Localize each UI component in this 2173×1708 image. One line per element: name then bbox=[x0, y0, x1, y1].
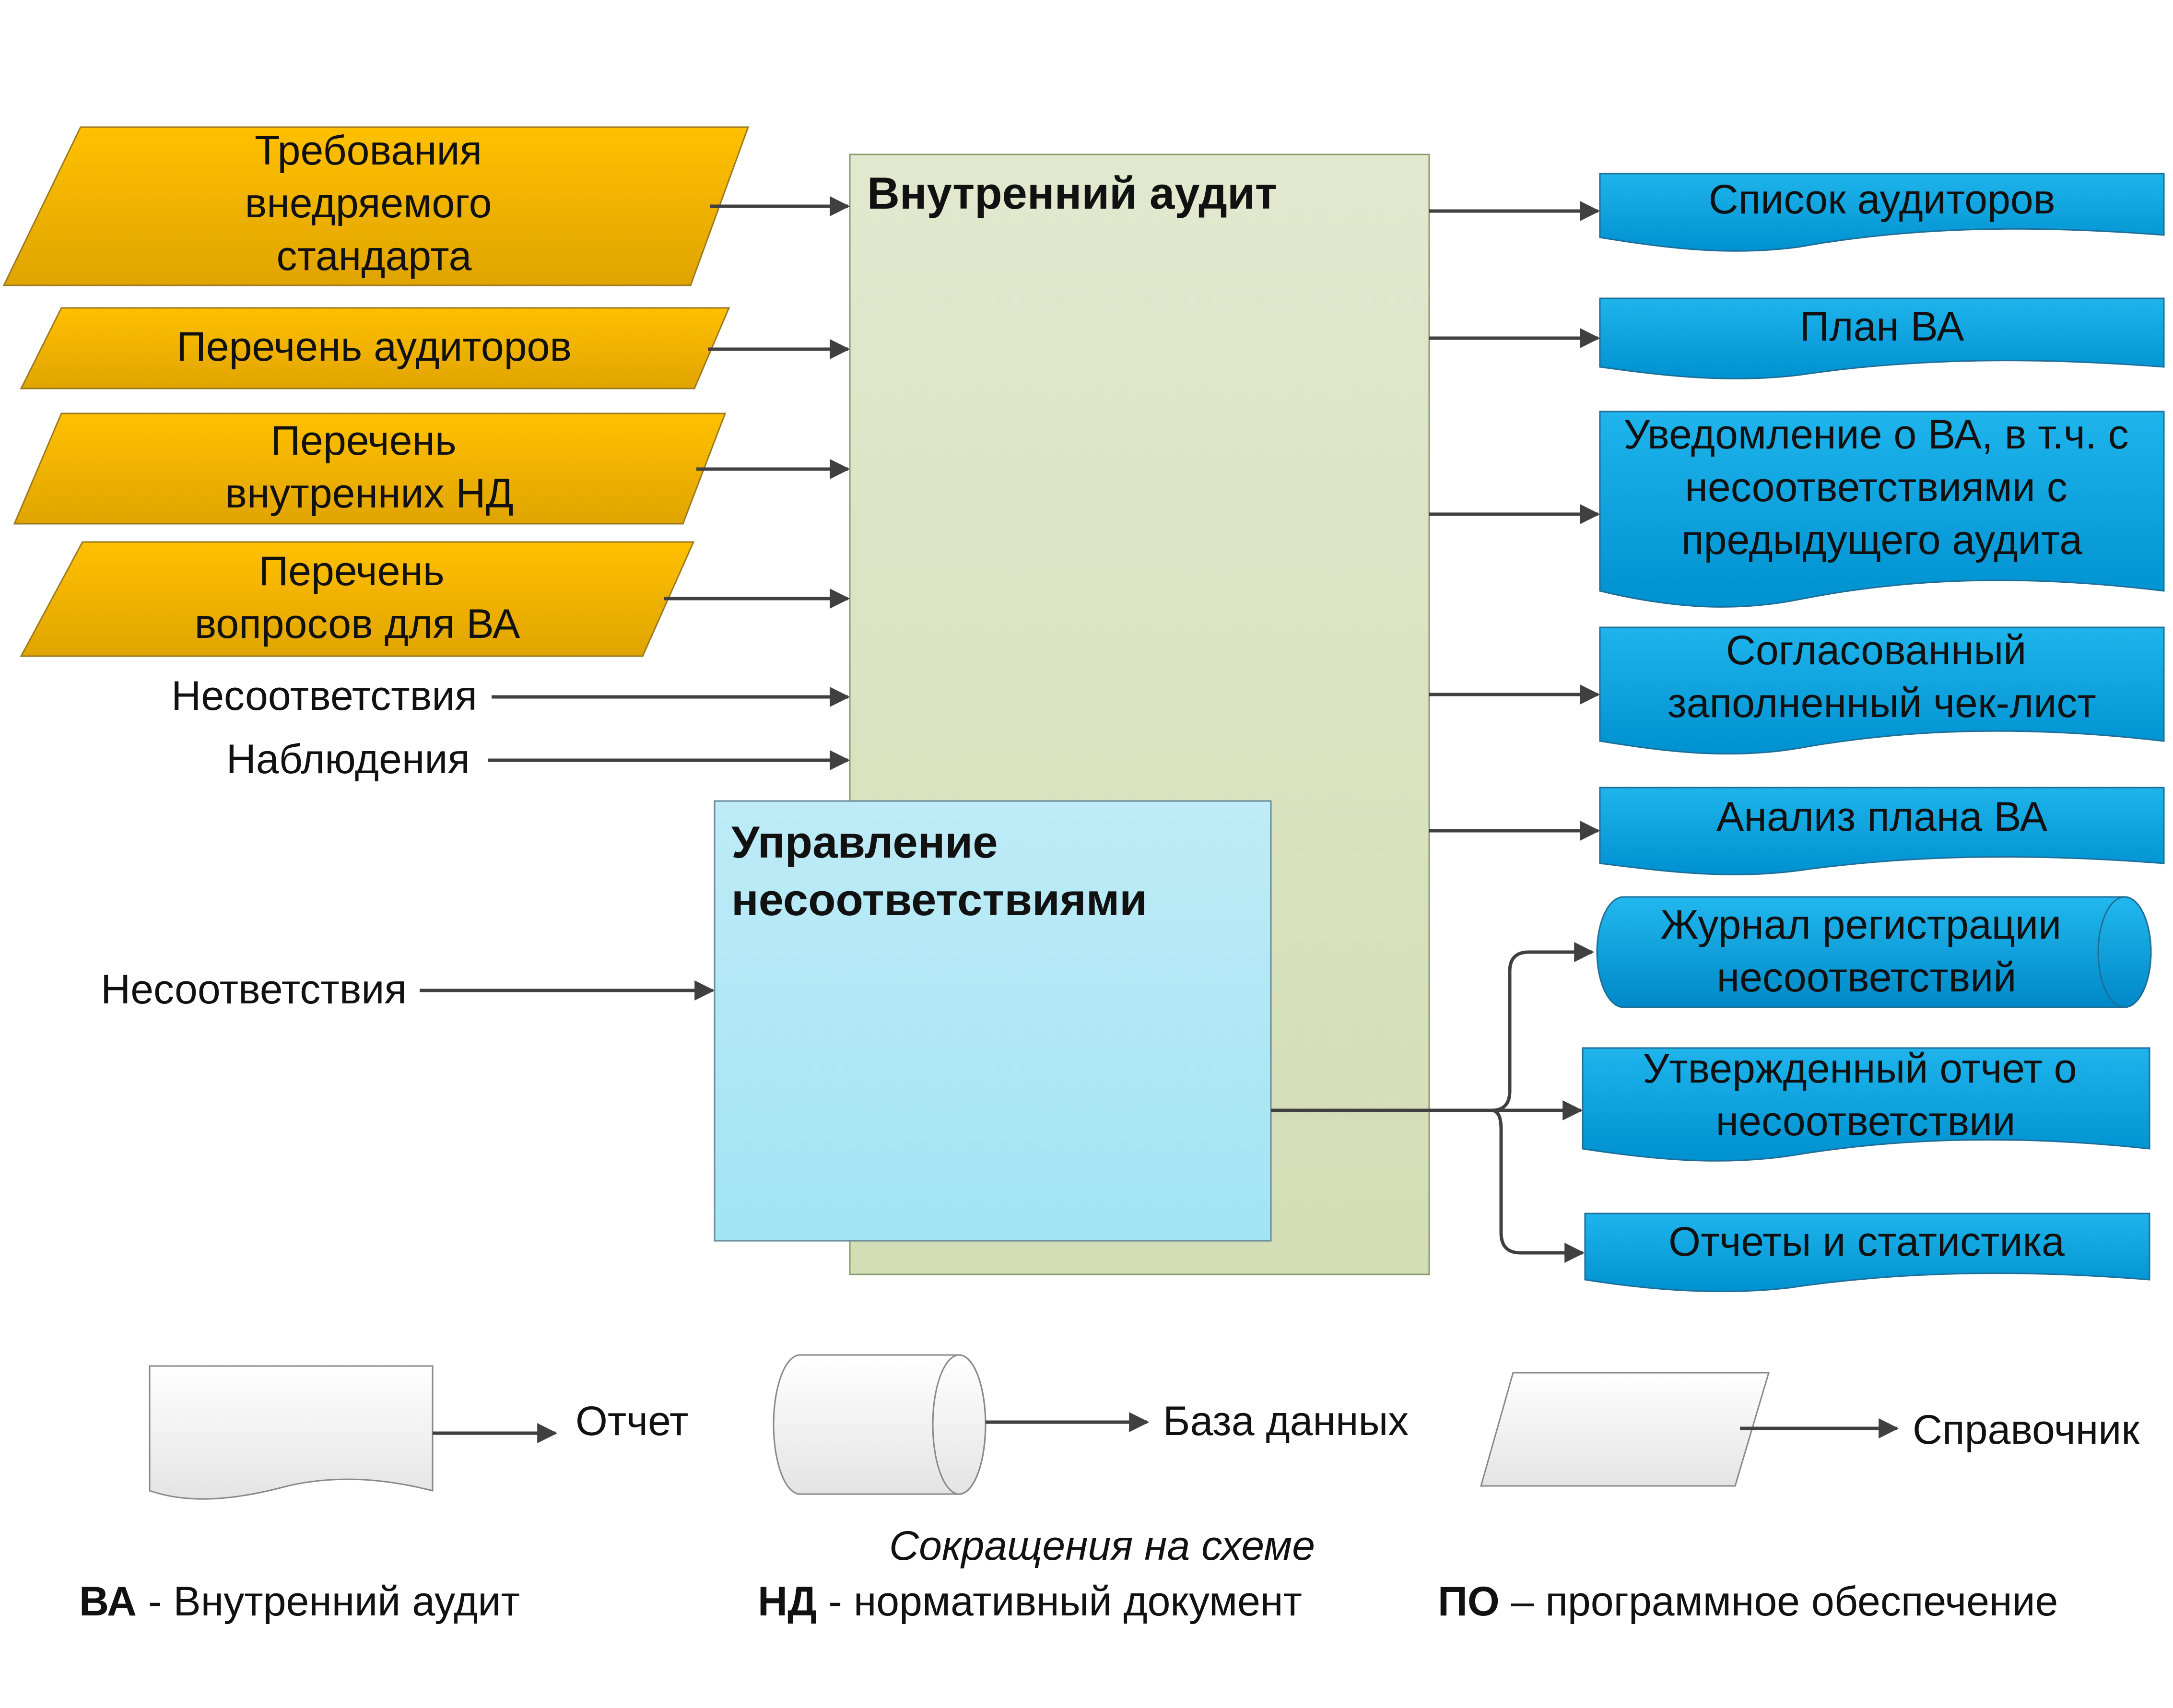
abbreviation-3-text: программное обеспечение bbox=[1545, 1578, 2058, 1625]
input-4-line-1: Перечень bbox=[258, 548, 444, 594]
output-4-line-2: заполненный чек-лист bbox=[1668, 680, 2096, 726]
abbreviation-3-sep: – bbox=[1500, 1578, 1546, 1625]
abbreviations-caption: Сокращения на схеме bbox=[889, 1523, 1315, 1569]
svg-text:Перечень вопросов для ВА: Перечень вопросов для ВА bbox=[195, 548, 520, 647]
legend-report-label: Отчет bbox=[576, 1398, 688, 1444]
input-reference-1: Требования внедряемого стандарта bbox=[2, 126, 750, 286]
output-1-line-1: Список аудиторов bbox=[1709, 177, 2056, 223]
svg-text:Согласованный заполненны: Согласованный заполненный чек-лист bbox=[1668, 627, 2096, 726]
output-2-line-1: План ВА bbox=[1799, 304, 1964, 350]
output-report-5: Анализ плана ВА bbox=[1599, 787, 2165, 875]
output-3-line-2: несоответствиями с bbox=[1685, 464, 2067, 510]
svg-text:Перечень внутренних НД: Перечень внутренних НД bbox=[225, 418, 514, 517]
legend-reference-label: Справочник bbox=[1913, 1407, 2140, 1453]
svg-text:Журнал регистрации несоо: Журнал регистрации несоответствий bbox=[1660, 902, 2073, 1001]
output-5-line-1: Анализ плана ВА bbox=[1716, 794, 2048, 840]
branch-connectors bbox=[1271, 942, 1595, 1263]
input-3-line-2: внутренних НД bbox=[225, 471, 514, 517]
abbreviation-3-abbr: ПО bbox=[1438, 1578, 1500, 1625]
plain-input-nonconformities: Несоответствия bbox=[171, 673, 477, 719]
input-1-line-1: Требования bbox=[255, 128, 482, 174]
nc-output-report-1: Утвержденный отчет о несоответствии bbox=[1582, 1046, 2150, 1162]
nc-output-1-line-1: Утвержденный отчет о bbox=[1643, 1046, 2077, 1092]
output-report-2: План ВА bbox=[1599, 297, 2165, 379]
output-4-line-1: Согласованный bbox=[1726, 627, 2027, 673]
output-3-line-1: Уведомление о ВА, в т.ч. с bbox=[1623, 412, 2128, 458]
nc-output-2-line-1: Отчеты и статистика bbox=[1668, 1219, 2065, 1265]
abbreviation-2-sep: - bbox=[817, 1578, 853, 1625]
plain-input-observations: Наблюдения bbox=[226, 736, 470, 782]
output-3-line-3: предыдущего аудита bbox=[1681, 517, 2082, 563]
abbreviation-3: ПО – программное обеспечение bbox=[1438, 1578, 2058, 1625]
input-reference-4: Перечень вопросов для ВА bbox=[20, 541, 695, 657]
output-report-1: Список аудиторов bbox=[1599, 173, 2165, 252]
legend-report: Отчет bbox=[149, 1365, 688, 1500]
abbreviation-1-sep: - bbox=[137, 1578, 173, 1625]
nc-database-line-1: Журнал регистрации bbox=[1660, 902, 2061, 948]
sub-process-title-line-1: Управление bbox=[731, 817, 998, 867]
input-3-line-1: Перечень bbox=[270, 418, 456, 464]
input-reference-2: Перечень аудиторов bbox=[20, 307, 730, 389]
output-report-3: Уведомление о ВА, в т.ч. с несоответстви… bbox=[1599, 411, 2165, 608]
input-reference-3: Перечень внутренних НД bbox=[13, 412, 727, 525]
input-1-line-3: стандарта bbox=[277, 233, 472, 279]
svg-text:Уведомление о ВА, в т.ч. с: Уведомление о ВА, в т.ч. с несоответстви… bbox=[1623, 412, 2140, 563]
nc-input-label: Несоответствия bbox=[101, 966, 407, 1013]
abbreviation-2-abbr: НД bbox=[758, 1578, 817, 1625]
sub-process-title-line-2: несоответствиями bbox=[731, 874, 1147, 925]
abbreviation-1: ВА - Внутренний аудит bbox=[79, 1578, 520, 1625]
input-4-line-2: вопросов для ВА bbox=[195, 601, 520, 647]
input-2-line-1: Перечень аудиторов bbox=[176, 324, 572, 370]
abbreviation-1-abbr: ВА bbox=[79, 1578, 137, 1625]
sub-process-title: Управление несоответствиями bbox=[731, 817, 1147, 925]
legend-database: База данных bbox=[773, 1354, 1409, 1495]
nc-output-report-2: Отчеты и статистика bbox=[1584, 1213, 2150, 1293]
nc-database: Журнал регистрации несоответствий bbox=[1596, 896, 2152, 1008]
main-process-title: Внутренний аудит bbox=[867, 168, 1277, 218]
output-report-4: Согласованный заполненный чек-лист bbox=[1599, 626, 2165, 755]
legend-database-label: База данных bbox=[1163, 1398, 1409, 1444]
abbreviation-2-text: нормативный документ bbox=[854, 1578, 1302, 1625]
sub-process-box bbox=[714, 800, 1272, 1242]
input-1-line-2: внедряемого bbox=[245, 180, 492, 226]
legend-reference: Справочник bbox=[1480, 1372, 2140, 1487]
abbreviation-2: НД - нормативный документ bbox=[758, 1578, 1302, 1625]
nc-database-line-2: несоответствий bbox=[1717, 954, 2017, 1001]
svg-text:Требования внедряемого: Требования внедряемого стандарта bbox=[245, 128, 504, 279]
abbreviation-1-text: Внутренний аудит bbox=[173, 1578, 519, 1625]
svg-text:Утвержденный отчет о нес: Утвержденный отчет о несоответствии bbox=[1643, 1046, 2089, 1144]
nc-output-1-line-2: несоответствии bbox=[1716, 1098, 2016, 1144]
